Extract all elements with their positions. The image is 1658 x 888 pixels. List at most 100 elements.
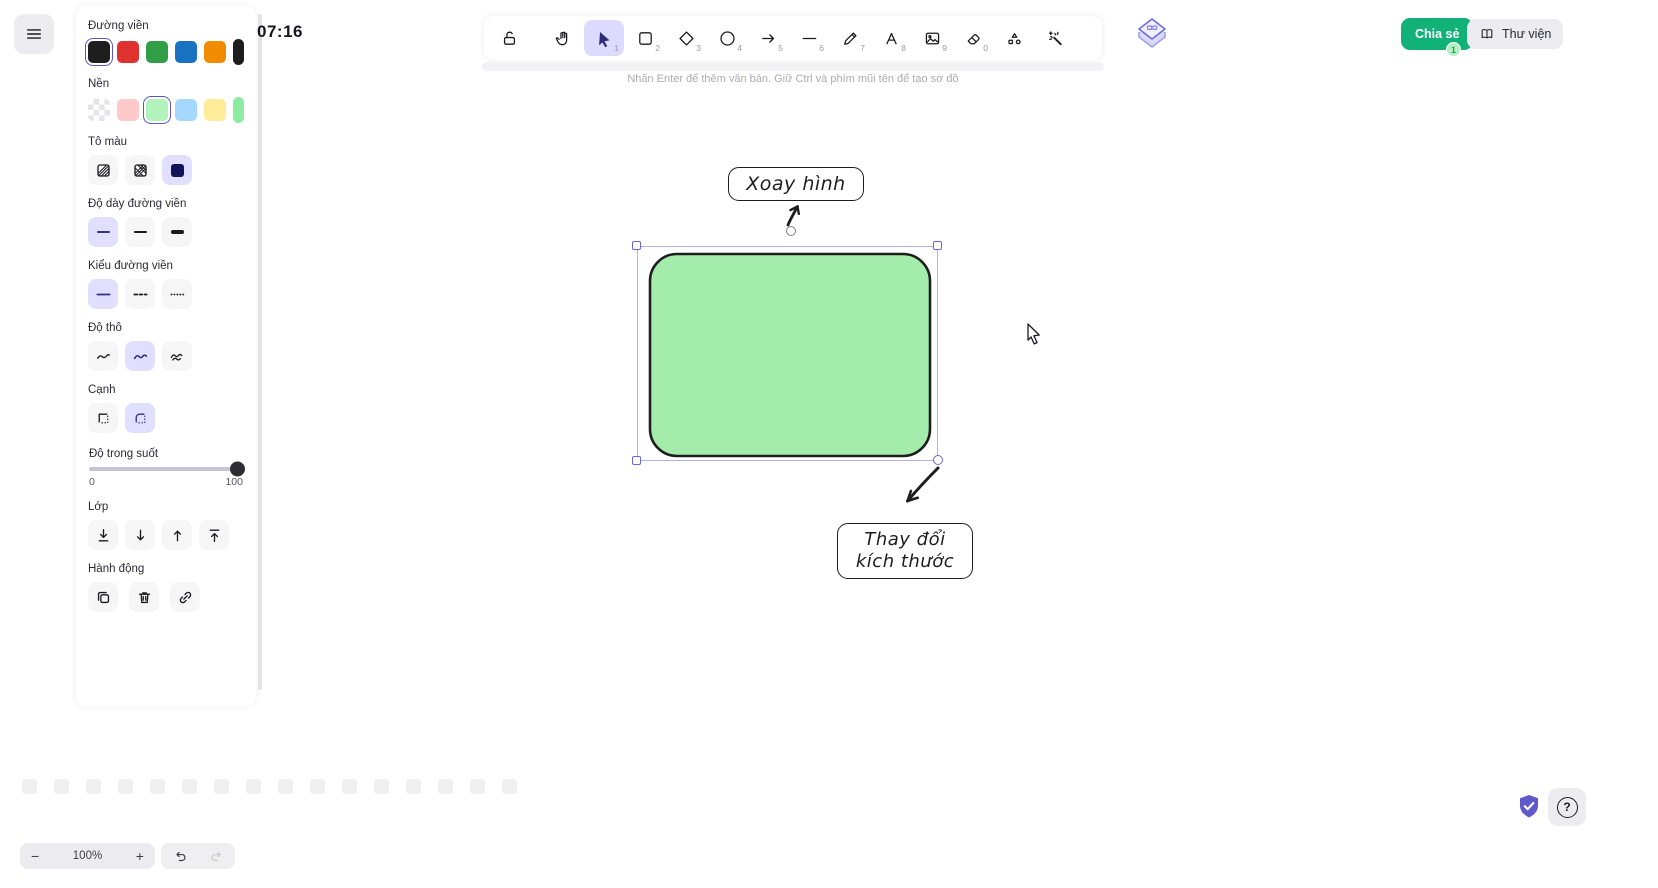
trash-icon — [138, 591, 150, 603]
resize-annotation-label[interactable]: Thay đổi kích thước — [837, 523, 973, 579]
sloppiness-label: Độ thô — [88, 322, 122, 334]
tool-selection[interactable]: 1 — [584, 20, 624, 56]
panel-scrollbar[interactable] — [258, 14, 262, 690]
fill-crosshatch-button[interactable] — [125, 155, 155, 185]
stroke-width-thin-button[interactable] — [88, 217, 118, 247]
tool-draw[interactable]: 7 — [830, 20, 870, 56]
tool-bar: 1 2 3 4 5 6 7 8 9 0 — [484, 16, 1102, 60]
fill-solid-button[interactable] — [162, 155, 192, 185]
actions-label: Hành động — [88, 563, 145, 575]
edges-section: Cạnh — [88, 384, 244, 433]
opacity-section: Độ trong suốt 0 100 — [88, 446, 245, 488]
stroke-color-black[interactable] — [85, 38, 113, 66]
hand-icon — [555, 31, 567, 45]
tool-text[interactable]: 8 — [871, 20, 911, 56]
tool-lock[interactable] — [489, 20, 529, 56]
sloppiness-cartoonist-button[interactable] — [162, 341, 192, 371]
library-label: Thư viện — [1502, 27, 1552, 41]
tool-ellipse[interactable]: 4 — [707, 20, 747, 56]
bg-color-pink[interactable] — [117, 99, 139, 121]
main-menu-button[interactable] — [14, 14, 54, 54]
edges-sharp-button[interactable] — [88, 403, 118, 433]
tool-arrow[interactable]: 5 — [748, 20, 788, 56]
shapes-icon — [1007, 32, 1021, 44]
zoom-level[interactable]: 100% — [72, 850, 103, 862]
edges-round-button[interactable] — [125, 403, 155, 433]
opacity-label: Độ trong suốt — [89, 448, 159, 460]
undo-icon[interactable] — [172, 848, 188, 864]
line-icon — [802, 37, 816, 39]
stroke-color-green[interactable] — [146, 41, 168, 63]
arrow-icon — [761, 33, 774, 43]
tool-magic-wand[interactable] — [1035, 20, 1075, 56]
tool-line[interactable]: 6 — [789, 20, 829, 56]
bg-color-blue[interactable] — [175, 99, 197, 121]
stroke-style-label: Kiểu đường viền — [88, 260, 173, 272]
history-controls — [161, 843, 235, 869]
help-button[interactable]: ? — [1548, 788, 1586, 826]
tool-eraser[interactable]: 0 — [953, 20, 993, 56]
stroke-width-bold-button[interactable] — [125, 217, 155, 247]
bg-color-yellow[interactable] — [204, 99, 226, 121]
background-color-label: Nền — [88, 78, 110, 90]
stroke-style-section: Kiểu đường viền — [88, 260, 244, 309]
send-to-back-button[interactable] — [88, 520, 118, 550]
resize-handle-top-left[interactable] — [632, 241, 641, 250]
send-backward-button[interactable] — [125, 520, 155, 550]
zoom-out-button[interactable]: − — [31, 848, 40, 864]
dashed-line-icon — [132, 293, 148, 295]
background-color-section: Nền — [88, 78, 244, 124]
bg-color-green[interactable] — [143, 96, 171, 124]
tool-diamond[interactable]: 3 — [666, 20, 706, 56]
stroke-color-red[interactable] — [117, 41, 139, 63]
resize-handle-bottom-right[interactable] — [933, 455, 943, 465]
tool-rectangle[interactable]: 2 — [625, 20, 665, 56]
crosshatch-icon — [133, 163, 147, 177]
bring-to-front-icon — [209, 529, 219, 542]
bg-color-transparent[interactable] — [88, 99, 110, 121]
ghost-toolbar — [22, 779, 517, 794]
tool-image[interactable]: 9 — [912, 20, 952, 56]
bring-forward-button[interactable] — [162, 520, 192, 550]
layers-label: Lớp — [88, 501, 109, 513]
properties-panel: Đường viền Nền Tô màu — [76, 6, 256, 706]
app-logo[interactable] — [1131, 15, 1173, 55]
stroke-style-dashed-button[interactable] — [125, 279, 155, 309]
bring-to-front-button[interactable] — [199, 520, 229, 550]
rotation-handle[interactable] — [786, 226, 796, 236]
stroke-color-blue[interactable] — [175, 41, 197, 63]
resize-handle-bottom-left[interactable] — [632, 456, 641, 465]
tool-frame[interactable] — [994, 20, 1034, 56]
sloppiness-architect-button[interactable] — [88, 341, 118, 371]
sloppiness-artist-button[interactable] — [125, 341, 155, 371]
duplicate-button[interactable] — [88, 582, 118, 612]
opacity-slider[interactable] — [89, 461, 245, 477]
share-button[interactable]: Chia sẻ — [1401, 18, 1474, 50]
rotate-annotation-label[interactable]: Xoay hình — [728, 167, 864, 201]
redo-icon[interactable] — [209, 848, 225, 864]
stroke-style-solid-button[interactable] — [88, 279, 118, 309]
hamburger-icon — [26, 29, 42, 39]
stroke-color-current[interactable] — [233, 39, 244, 65]
tool-hand[interactable] — [543, 20, 583, 56]
resize-handle-top-right[interactable] — [933, 241, 942, 250]
sloppiness-section: Độ thô — [88, 322, 244, 371]
edges-label: Cạnh — [88, 384, 116, 396]
pencil-icon — [843, 31, 857, 45]
fill-hachure-button[interactable] — [88, 155, 118, 185]
bg-color-current[interactable] — [233, 97, 244, 123]
mouse-cursor — [1027, 323, 1040, 345]
library-button[interactable]: Thư viện — [1467, 19, 1564, 49]
solid-fill-icon — [170, 163, 184, 177]
selection-bounding-box[interactable] — [637, 246, 938, 461]
link-button[interactable] — [170, 582, 200, 612]
delete-button[interactable] — [129, 582, 159, 612]
stroke-style-dotted-button[interactable] — [162, 279, 192, 309]
recording-timer: 07:16 — [257, 22, 303, 41]
opacity-slider-thumb[interactable] — [230, 461, 245, 477]
stroke-width-extrabold-button[interactable] — [162, 217, 192, 247]
green-rectangle-shape[interactable] — [648, 252, 932, 458]
stroke-color-orange[interactable] — [204, 41, 226, 63]
diamond-stack-icon — [1138, 18, 1166, 48]
zoom-in-button[interactable]: + — [135, 848, 144, 864]
